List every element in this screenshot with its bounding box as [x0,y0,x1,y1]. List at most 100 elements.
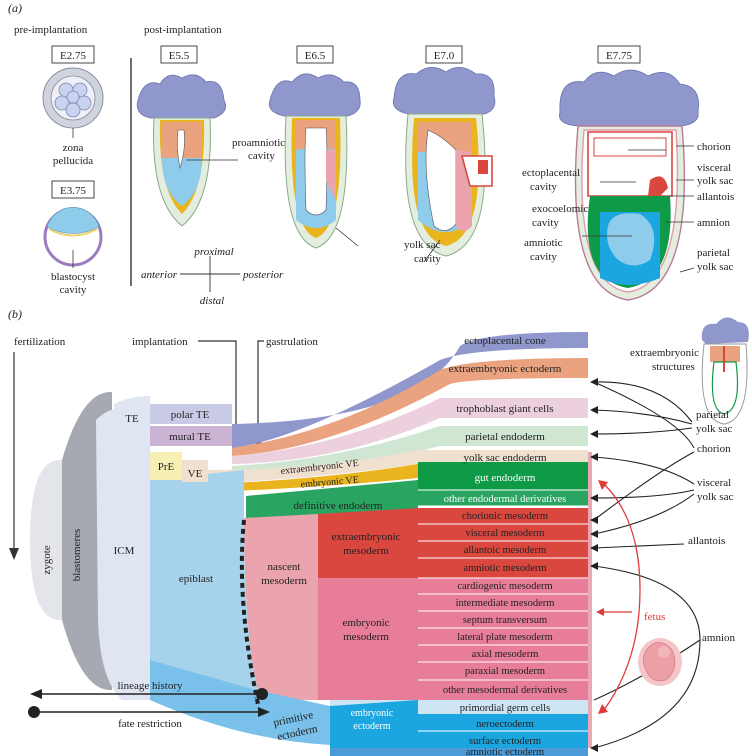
svg-text:E2.75: E2.75 [60,50,86,62]
lineage-history-label: lineage history [117,680,183,692]
allantois-label-a: allantois [697,191,734,203]
band-extraembryonic-ectoderm [232,358,588,456]
fate-ectoplacental-cone: ectoplacental cone [464,335,546,347]
mural-te-band [150,426,232,446]
band-other-endoderm [418,490,588,506]
extraembryonic-structures-label-1: extraembryonic [630,347,699,359]
blastocyst-embryo [43,207,103,268]
band-definitive-endoderm [246,480,418,518]
fate-surface-ectoderm: surface ectoderm [469,736,541,747]
svg-text:E6.5: E6.5 [305,50,326,62]
nascent-mesoderm-label-1: nascent [268,561,301,573]
svg-text:E7.75: E7.75 [606,50,632,62]
fate-restriction-label: fate restriction [118,718,182,730]
polar-te-label: polar TE [171,409,210,421]
exocoelomic-label-1: exocoelomic [532,203,588,215]
extraembryonic-structures-icon [701,317,749,425]
embryonic-ectoderm-label-2: ectoderm [353,721,390,732]
question-mark: ? [254,695,259,707]
implantation-arrow [198,340,237,440]
visceral-label-a-1: visceral [697,162,731,174]
fate-intermediate-mesoderm: intermediate mesoderm [456,598,555,609]
polar-te-band [150,404,232,424]
visceral-label-a-2: yolk sac [697,175,733,187]
parietal-yolk-sac-label-2: yolk sac [696,423,732,435]
definitive-endoderm-label: definitive endoderm [294,500,383,512]
yolk-sac-label-2: cavity [414,253,441,265]
blastocyst-label-1: blastocyst [51,271,95,283]
axis-proximal: proximal [193,246,233,258]
fate-primordial-germ-cells: primordial germ cells [460,703,550,714]
stage-box-e65: E6.5 [296,45,334,64]
band-extra-mesoderm-rows [418,508,588,578]
fate-yolk-sac-endoderm: yolk sac endoderm [463,452,547,464]
fate-allantoic-mesoderm: allantoic mesoderm [464,545,547,556]
visceral-yolk-sac-label-1: visceral [697,477,731,489]
fetus-icon [638,638,682,686]
panel-a: (a) pre-implantation post-implantation E… [8,1,734,307]
stage-box-e55: E5.5 [160,45,198,64]
proamniotic-label-2: cavity [248,150,275,162]
legend [28,688,270,718]
stage-box-e775: E7.75 [597,45,641,64]
fate-parietal-endoderm: parietal endoderm [465,431,545,443]
te-label: TE [125,413,139,425]
band-primitive-ectoderm [150,660,330,745]
fate-other-endodermal: other endodermal derivatives [444,494,566,505]
blastomeres-label: blastomeres [71,529,83,582]
band-embryonic-ve [208,464,418,492]
te-shape [114,396,150,438]
extraembryonic-mesoderm-label-2: mesoderm [343,545,389,557]
allantois-label-b: allantois [688,535,725,547]
fetus-label: fetus [644,611,665,623]
fate-extraembryonic-ectoderm: extraembryonic ectoderm [449,363,562,375]
fate-trophoblast-giant-cells: trophoblast giant cells [456,403,553,415]
lineage-history-arrowhead [30,689,42,699]
zona-label-2: pellucida [53,155,93,167]
embryonic-ectoderm-label-1: embryonic [351,708,394,719]
zona-label-1: zona [63,142,84,154]
fate-chorionic-mesoderm: chorionic mesoderm [462,511,548,522]
fate-cardiogenic-mesoderm: cardiogenic mesoderm [457,581,552,592]
chorion-label-a: chorion [697,141,731,153]
amnion-label-a: amnion [697,217,730,229]
embryonic-mesoderm-label-1: embryonic [342,617,389,629]
fertilization-label: fertilization [14,336,66,348]
band-yolk-endoderm [208,450,588,484]
fate-restriction-arrowhead [258,707,270,717]
visceral-yolk-sac-label-2: yolk sac [697,491,733,503]
fate-lateral-plate-mesoderm: lateral plate mesoderm [457,632,553,643]
pre-box [150,452,182,480]
stage-box-e70: E7.0 [425,45,463,64]
extraembryonic-mesoderm-label-1: extraembryonic [331,531,400,543]
gastrulation-label: gastrulation [266,336,318,348]
ectoplacental-label-1: ectoplacental [522,167,580,179]
e775-embryo [559,69,699,301]
structure-arrows [593,381,701,749]
ve-box [182,460,208,482]
mural-te-label: mural TE [169,431,211,443]
zygote-label: zygote [41,545,53,574]
arrow-heads [590,378,598,752]
yolk-sac-label-1: yolk sac [404,239,440,251]
fate-axial-mesoderm: axial mesoderm [472,649,539,660]
fetus-arrow-heads [596,480,608,714]
amnion-label-b: amnion [702,632,735,644]
parietal-label-a-1: parietal [697,247,730,259]
band-embryonic-ectoderm [330,700,418,748]
parietal-yolk-sac-label-1: parietal [696,409,729,421]
stage-box-e375: E3.75 [51,180,95,199]
icm-label: ICM [114,545,135,557]
post-implantation-label: post-implantation [144,24,222,36]
exocoelomic-label-2: cavity [532,217,559,229]
axis-distal: distal [200,295,224,307]
icm-shape [96,408,150,700]
svg-text:E7.0: E7.0 [434,50,455,62]
epiblast-label: epiblast [179,573,213,585]
pre-implantation-label: pre-implantation [14,24,88,36]
extraembryonic-structures-label-2: structures [652,361,695,373]
panel-b: (b) fertilization implantation gastrulat… [8,307,749,756]
axis-posterior: posterior [242,269,284,281]
proamniotic-label-1: proamniotic [232,137,285,149]
